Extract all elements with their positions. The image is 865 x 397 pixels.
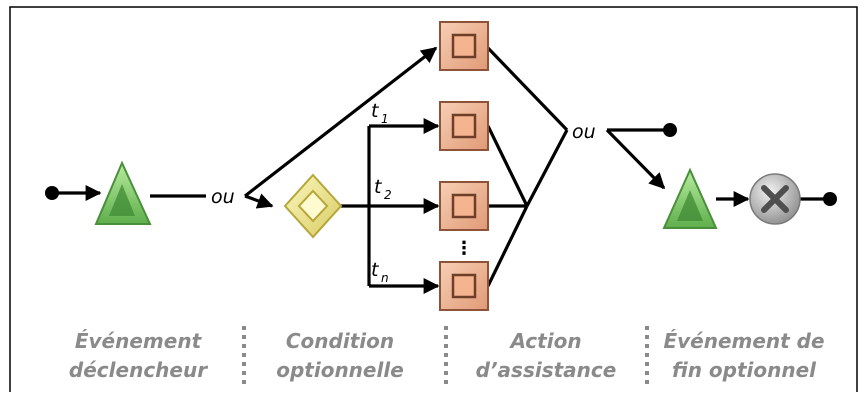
or-label-left: ou — [211, 186, 235, 208]
section-line2: optionnelle — [276, 358, 404, 382]
action-box-icon — [439, 21, 489, 71]
section-label-action: Action d’assistance — [476, 329, 617, 382]
merge-line-4 — [486, 205, 529, 287]
transition-label-tn: t n — [371, 259, 389, 285]
section-label-end-event: Événement de fin optionnel — [663, 329, 824, 382]
section-line2: déclencheur — [69, 358, 208, 382]
transition-name: t — [371, 100, 380, 122]
section-label-trigger: Événement déclencheur — [69, 329, 208, 382]
section-line1: Action — [508, 329, 581, 353]
or-to-top-action-arrow — [244, 46, 438, 198]
section-line1: Condition — [286, 329, 394, 353]
transition-label-t1: t 1 — [371, 100, 389, 126]
section-line1: Événement de — [663, 329, 824, 353]
or-label-right: ou — [572, 121, 596, 143]
connectors — [45, 46, 837, 294]
merge-line-5 — [525, 129, 569, 207]
or-to-condition-arrow — [244, 193, 274, 209]
yellow-diamond-icon — [283, 173, 343, 239]
section-line2: fin optionnel — [672, 358, 817, 382]
action-box-icon — [439, 181, 489, 231]
green-triangle-icon — [94, 160, 152, 225]
transition-subscript: n — [381, 271, 389, 285]
section-separators — [242, 326, 649, 386]
action-box-icon — [439, 261, 489, 311]
transition-name: t — [374, 176, 383, 198]
cancel-x-icon — [749, 173, 801, 225]
merge-line-1 — [486, 46, 569, 132]
merge-line-2 — [486, 125, 529, 207]
transition-name: t — [371, 259, 380, 281]
final-dot — [823, 192, 837, 206]
green-triangle-icon — [662, 167, 718, 229]
or-to-end-trigger-arrow — [605, 128, 666, 190]
section-label-condition: Condition optionnelle — [276, 329, 404, 382]
ellipsis-label: ⋮ — [455, 238, 473, 259]
section-line2: d’assistance — [476, 358, 617, 382]
diagram-frame — [9, 6, 858, 392]
transition-subscript: 1 — [381, 112, 389, 126]
section-line1: Événement — [75, 329, 203, 353]
transition-label-t2: t 2 — [374, 176, 392, 202]
transition-subscript: 2 — [384, 188, 392, 202]
end-branch-dot — [663, 123, 677, 137]
action-box-icon — [439, 101, 489, 151]
